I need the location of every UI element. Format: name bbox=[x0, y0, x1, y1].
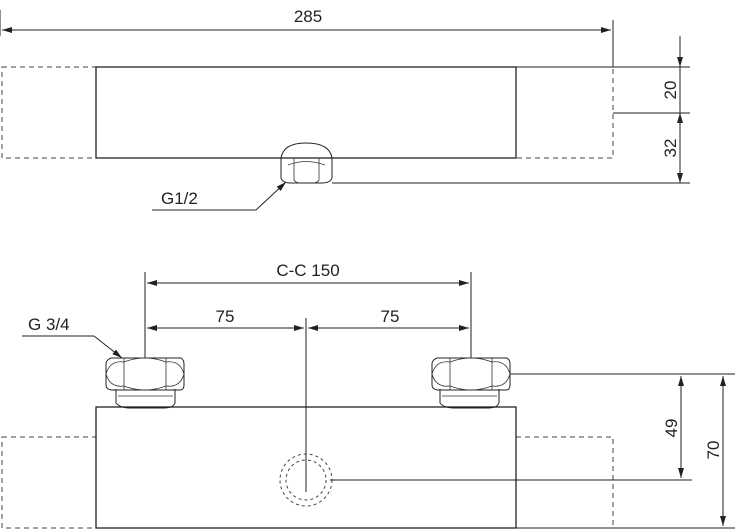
g12-leader bbox=[255, 181, 287, 211]
front-right-wall-outline bbox=[515, 436, 614, 529]
top-right-wall-outline bbox=[515, 66, 614, 159]
g34-label: G 3/4 bbox=[28, 315, 70, 334]
dim-32-label: 32 bbox=[661, 139, 680, 158]
front-view: C-C 150 75 75 G 3/4 49 70 bbox=[1, 261, 735, 529]
top-outlet-nut bbox=[280, 142, 333, 184]
dim-70-label: 70 bbox=[704, 441, 723, 460]
dim-cc150-label: C-C 150 bbox=[276, 261, 339, 280]
left-inlet-nut bbox=[105, 357, 185, 409]
g12-label: G1/2 bbox=[161, 189, 198, 208]
top-main-body bbox=[95, 66, 517, 159]
top-view: 285 20 32 G1/2 bbox=[0, 7, 690, 211]
dim-49-label: 49 bbox=[662, 419, 681, 438]
dim-75-right-label: 75 bbox=[381, 307, 400, 326]
g34-leader bbox=[93, 335, 123, 359]
dim-20-label: 20 bbox=[661, 81, 680, 100]
dim-285-label: 285 bbox=[294, 7, 322, 26]
top-left-wall-outline bbox=[1, 66, 97, 159]
dim-75-left-label: 75 bbox=[216, 307, 235, 326]
front-left-wall-outline bbox=[1, 436, 97, 529]
right-inlet-nut bbox=[431, 357, 511, 409]
